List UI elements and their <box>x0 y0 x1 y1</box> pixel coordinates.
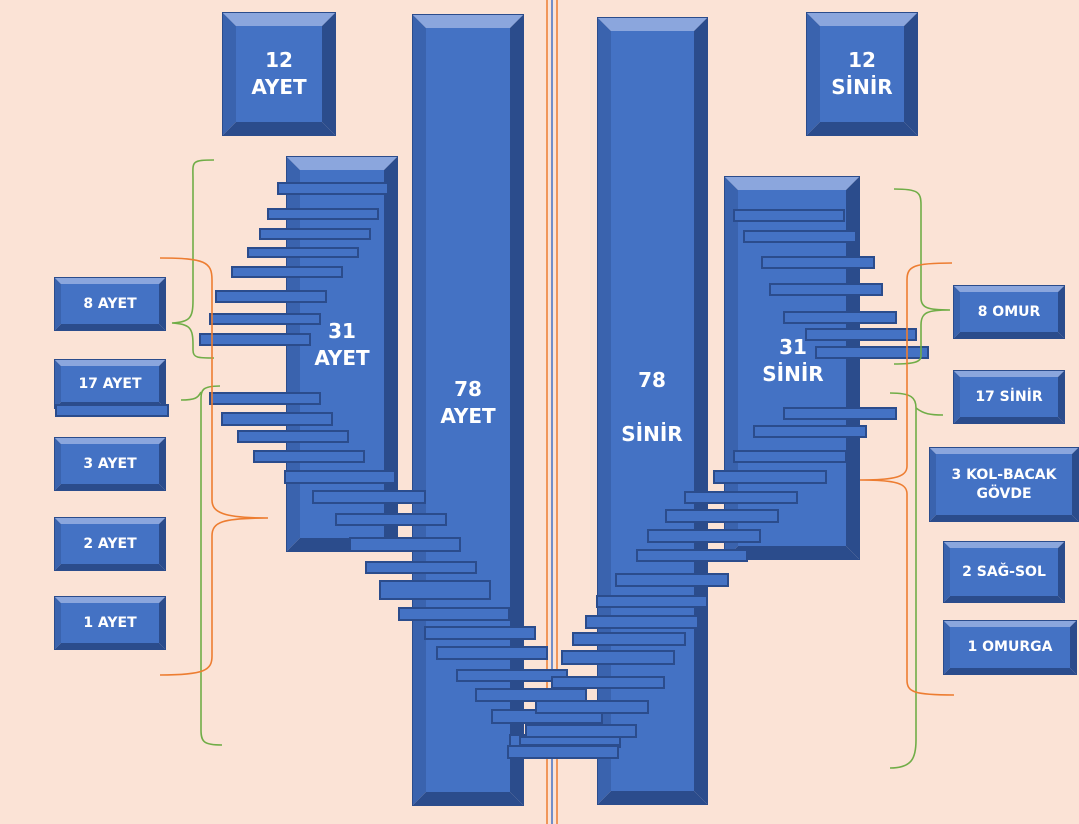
left-group-3-label: 3 AYET <box>83 455 137 472</box>
left-step-bar <box>199 333 311 346</box>
left-step-bar <box>456 669 568 682</box>
right-step-bar <box>535 700 649 714</box>
right-step-bar <box>636 549 748 562</box>
left-step-bar <box>284 470 396 484</box>
right-step-bar <box>665 509 779 523</box>
right-step-bar <box>615 573 729 587</box>
left-step-bar <box>237 430 349 443</box>
left-step-bar <box>379 580 491 600</box>
left-group-1-label: 1 AYET <box>83 614 137 631</box>
right-step-bar <box>585 615 699 629</box>
left-78-column <box>412 14 524 806</box>
left-31-column-label: 31 AYET <box>314 319 370 370</box>
right-step-bar <box>647 529 761 543</box>
left-step-bar <box>277 182 389 195</box>
right-31-column-label: 31 SİNİR <box>762 335 824 386</box>
left-group-2-label: 2 AYET <box>83 535 137 552</box>
left-step-bar <box>475 688 587 702</box>
right-step-bar <box>561 650 675 665</box>
right-group-17-box <box>953 370 1065 424</box>
right-group-1-label: 1 OMURGA <box>967 639 1053 656</box>
right-bracket-8-green <box>893 188 951 365</box>
right-group-17-label: 17 SİNİR <box>975 388 1043 405</box>
right-step-bar <box>743 230 857 243</box>
left-group-17-label: 17 AYET <box>78 375 142 392</box>
right-step-bar <box>684 491 798 504</box>
right-step-bar <box>805 328 917 341</box>
left-step-bar <box>209 313 321 325</box>
left-step-bar <box>267 208 379 220</box>
right-step-bar <box>519 736 621 746</box>
right-step-bar <box>769 283 883 296</box>
left-bracket-8-green <box>171 159 215 359</box>
right-step-bar <box>596 595 708 608</box>
right-group-2-box <box>943 541 1065 603</box>
right-step-bar <box>572 632 686 646</box>
left-group-17-bar <box>55 404 169 417</box>
right-group-8-label: 8 OMUR <box>977 303 1041 320</box>
left-top-box <box>222 12 336 136</box>
left-bracket-orange <box>159 257 269 676</box>
right-top-box <box>806 12 918 136</box>
right-top-box-label: 12 SİNİR <box>831 48 893 99</box>
right-step-bar <box>783 311 897 324</box>
left-bracket-17-green-tip <box>180 391 202 401</box>
right-bracket-17-green-tip <box>915 407 944 416</box>
right-group-3-label: 3 KOL-BACAK GÖVDE <box>951 466 1057 502</box>
left-step-bar <box>247 247 359 258</box>
right-bracket-orange <box>859 262 955 696</box>
left-step-bar <box>253 450 365 463</box>
left-group-1-box <box>54 596 166 650</box>
right-group-8-box <box>953 285 1065 339</box>
right-step-bar <box>783 407 897 420</box>
left-group-8-box <box>54 277 166 331</box>
right-step-bar <box>551 676 665 689</box>
left-step-bar <box>259 228 371 240</box>
left-group-2-box <box>54 517 166 571</box>
left-step-bar <box>424 626 536 640</box>
left-step-bar <box>335 513 447 526</box>
right-step-bar <box>815 346 929 359</box>
left-step-bar <box>365 561 477 574</box>
left-group-8-label: 8 AYET <box>83 295 137 312</box>
left-group-3-box <box>54 437 166 491</box>
right-step-bar <box>753 425 867 438</box>
right-step-bar <box>713 470 827 484</box>
left-step-bar <box>215 290 327 303</box>
right-bracket-17-green <box>889 392 917 769</box>
left-step-bar <box>221 412 333 426</box>
left-step-bar <box>398 607 510 621</box>
right-group-1-box <box>943 620 1077 675</box>
left-step-bar <box>507 745 619 759</box>
left-step-bar <box>231 266 343 278</box>
left-step-bar <box>436 646 548 660</box>
left-bracket-17-green <box>200 385 223 746</box>
right-step-bar <box>761 256 875 269</box>
right-step-bar <box>525 724 637 738</box>
right-step-bar <box>733 209 845 222</box>
left-step-bar <box>312 490 426 504</box>
right-group-3-box <box>929 447 1079 522</box>
right-78-column-label: 78 SİNİR <box>621 367 683 446</box>
left-step-bar <box>209 392 321 405</box>
right-31-column <box>724 176 860 560</box>
left-78-column-label: 78 AYET <box>440 377 496 428</box>
right-group-2-label: 2 SAĞ-SOL <box>962 563 1046 580</box>
left-step-bar <box>349 537 461 552</box>
right-step-bar <box>733 450 847 463</box>
left-top-box-label: 12 AYET <box>251 48 307 99</box>
